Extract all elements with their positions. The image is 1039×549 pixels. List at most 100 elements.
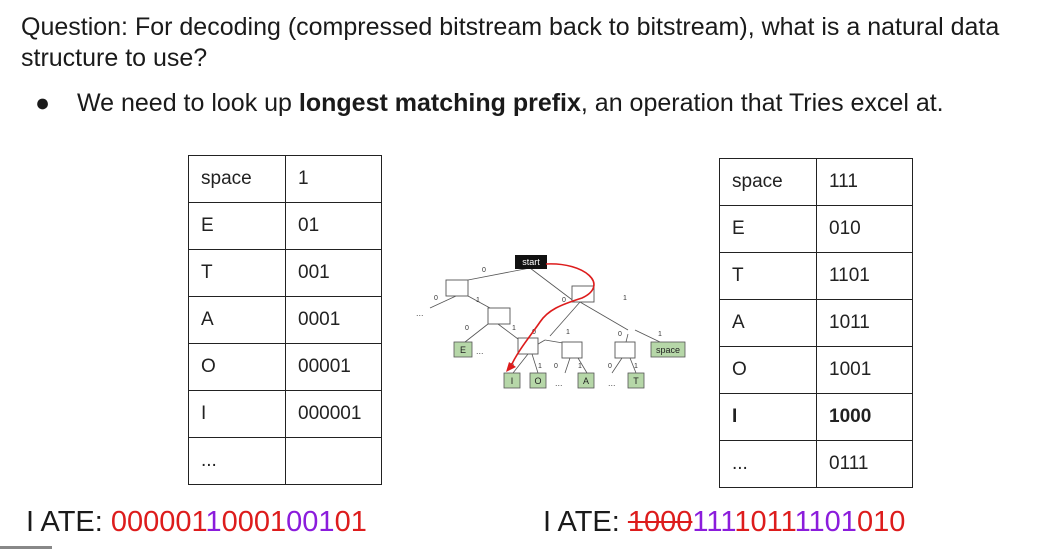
code-cell: 0111 <box>816 440 913 488</box>
trie-lookup-path <box>506 263 595 372</box>
code-cell: 1101 <box>816 252 913 300</box>
code-cell: 111 <box>816 158 913 206</box>
code-cell: 001 <box>285 249 382 297</box>
encoded-bitstream-left: I ATE: 0000011000100101 <box>26 505 367 539</box>
table-row: ...0111 <box>719 440 913 488</box>
trie-leaf-space: space <box>656 345 680 355</box>
symbol-cell: ... <box>719 440 817 488</box>
symbol-cell: ... <box>188 437 286 485</box>
trie-leaf-e: E <box>460 345 466 355</box>
trie-internal-nodes <box>445 279 636 359</box>
bullet-text-after: , an operation that Tries excel at. <box>580 89 944 117</box>
path-arrowhead <box>506 362 516 372</box>
encode-label: I ATE: <box>543 506 628 538</box>
bit-segment: 111 <box>692 506 735 538</box>
symbol-cell: space <box>719 158 817 206</box>
code-cell: 0001 <box>285 296 382 344</box>
symbol-cell: E <box>188 202 286 250</box>
bit-segment: 1 <box>205 506 222 538</box>
edge-label: 1 <box>578 363 582 370</box>
trie-ellipsis: ... <box>416 308 424 318</box>
edge-label: 0 <box>608 363 612 370</box>
code-cell: 1001 <box>816 346 913 394</box>
symbol-cell: E <box>719 205 817 253</box>
edge-label: 1 <box>623 295 627 302</box>
bullet-text-before: We need to look up <box>77 89 299 117</box>
edge-label: 1 <box>634 363 638 370</box>
bit-segment: 001 <box>286 506 335 538</box>
bit-segment: 000001 <box>110 506 206 538</box>
trie-leaf-a: A <box>583 376 589 386</box>
trie-ellipsis: ... <box>555 378 563 388</box>
symbol-cell: A <box>188 296 286 344</box>
trie-leaf-o: O <box>534 376 541 386</box>
code-cell: 010 <box>816 205 913 253</box>
trie-ellipsis: ... <box>476 346 484 356</box>
bullet-dot: ● <box>35 89 51 117</box>
edge-label: 1 <box>566 329 570 336</box>
code-cell: 1000 <box>816 393 913 441</box>
symbol-cell: T <box>188 249 286 297</box>
trie-root-node <box>515 255 547 269</box>
trie-edges <box>429 267 661 374</box>
code-cell: 1 <box>285 155 382 203</box>
slide-edge-divider <box>0 546 52 549</box>
edge-label: 1 <box>658 331 662 338</box>
edge-label: 0 <box>532 329 536 336</box>
bullet-text-bold: longest matching prefix <box>298 89 581 117</box>
edge-label: 0 <box>482 267 486 274</box>
symbol-cell: I <box>719 393 817 441</box>
code-cell: 00001 <box>285 343 382 391</box>
trie-leaf-t: T <box>633 376 639 386</box>
encoded-bitstream-right: I ATE: 100011110111101010 <box>543 505 905 539</box>
question-text: Question: For decoding (compressed bitst… <box>21 13 1000 72</box>
bit-segment-struck: 1000 <box>627 506 693 538</box>
bit-segment: 1011 <box>734 506 795 538</box>
edge-label: 0 <box>618 331 622 338</box>
symbol-cell: O <box>719 346 817 394</box>
encode-label: I ATE: <box>26 506 111 538</box>
bit-segment: 01 <box>334 506 367 538</box>
symbol-cell: T <box>719 252 817 300</box>
code-cell <box>285 437 382 485</box>
edge-label: 1 <box>538 363 542 370</box>
edge-label: 1 <box>476 297 480 304</box>
symbol-cell: A <box>719 299 817 347</box>
edge-label: 1 <box>512 325 516 332</box>
bit-segment: 0001 <box>221 506 287 538</box>
trie-leaf-i: I <box>511 376 514 386</box>
bullet-text: We need to look up longest matching pref… <box>77 88 944 119</box>
code-cell: 000001 <box>285 390 382 438</box>
symbol-cell: I <box>188 390 286 438</box>
code-cell: 1011 <box>816 299 913 347</box>
bit-segment: 010 <box>856 506 906 538</box>
symbol-cell: O <box>188 343 286 391</box>
edge-label: 0 <box>562 297 566 304</box>
trie-edge-labels: 0 0 1 0 1 0 1 0 1 0 1 0 1 0 1 0 1 <box>434 267 662 370</box>
edge-label: 0 <box>434 295 438 302</box>
trie-root-label: start <box>522 257 540 267</box>
edge-label: 0 <box>465 325 469 332</box>
trie-ellipsis: ... <box>608 378 616 388</box>
bit-segment: 1101 <box>794 506 857 538</box>
trie-diagram: start E space I O A T 0 0 1 0 1 0 1 0 1 … <box>416 255 686 389</box>
symbol-cell: space <box>188 155 286 203</box>
table-row: ... <box>188 437 382 485</box>
edge-label: 0 <box>554 363 558 370</box>
trie-leaf-nodes <box>453 341 686 389</box>
code-cell: 01 <box>285 202 382 250</box>
